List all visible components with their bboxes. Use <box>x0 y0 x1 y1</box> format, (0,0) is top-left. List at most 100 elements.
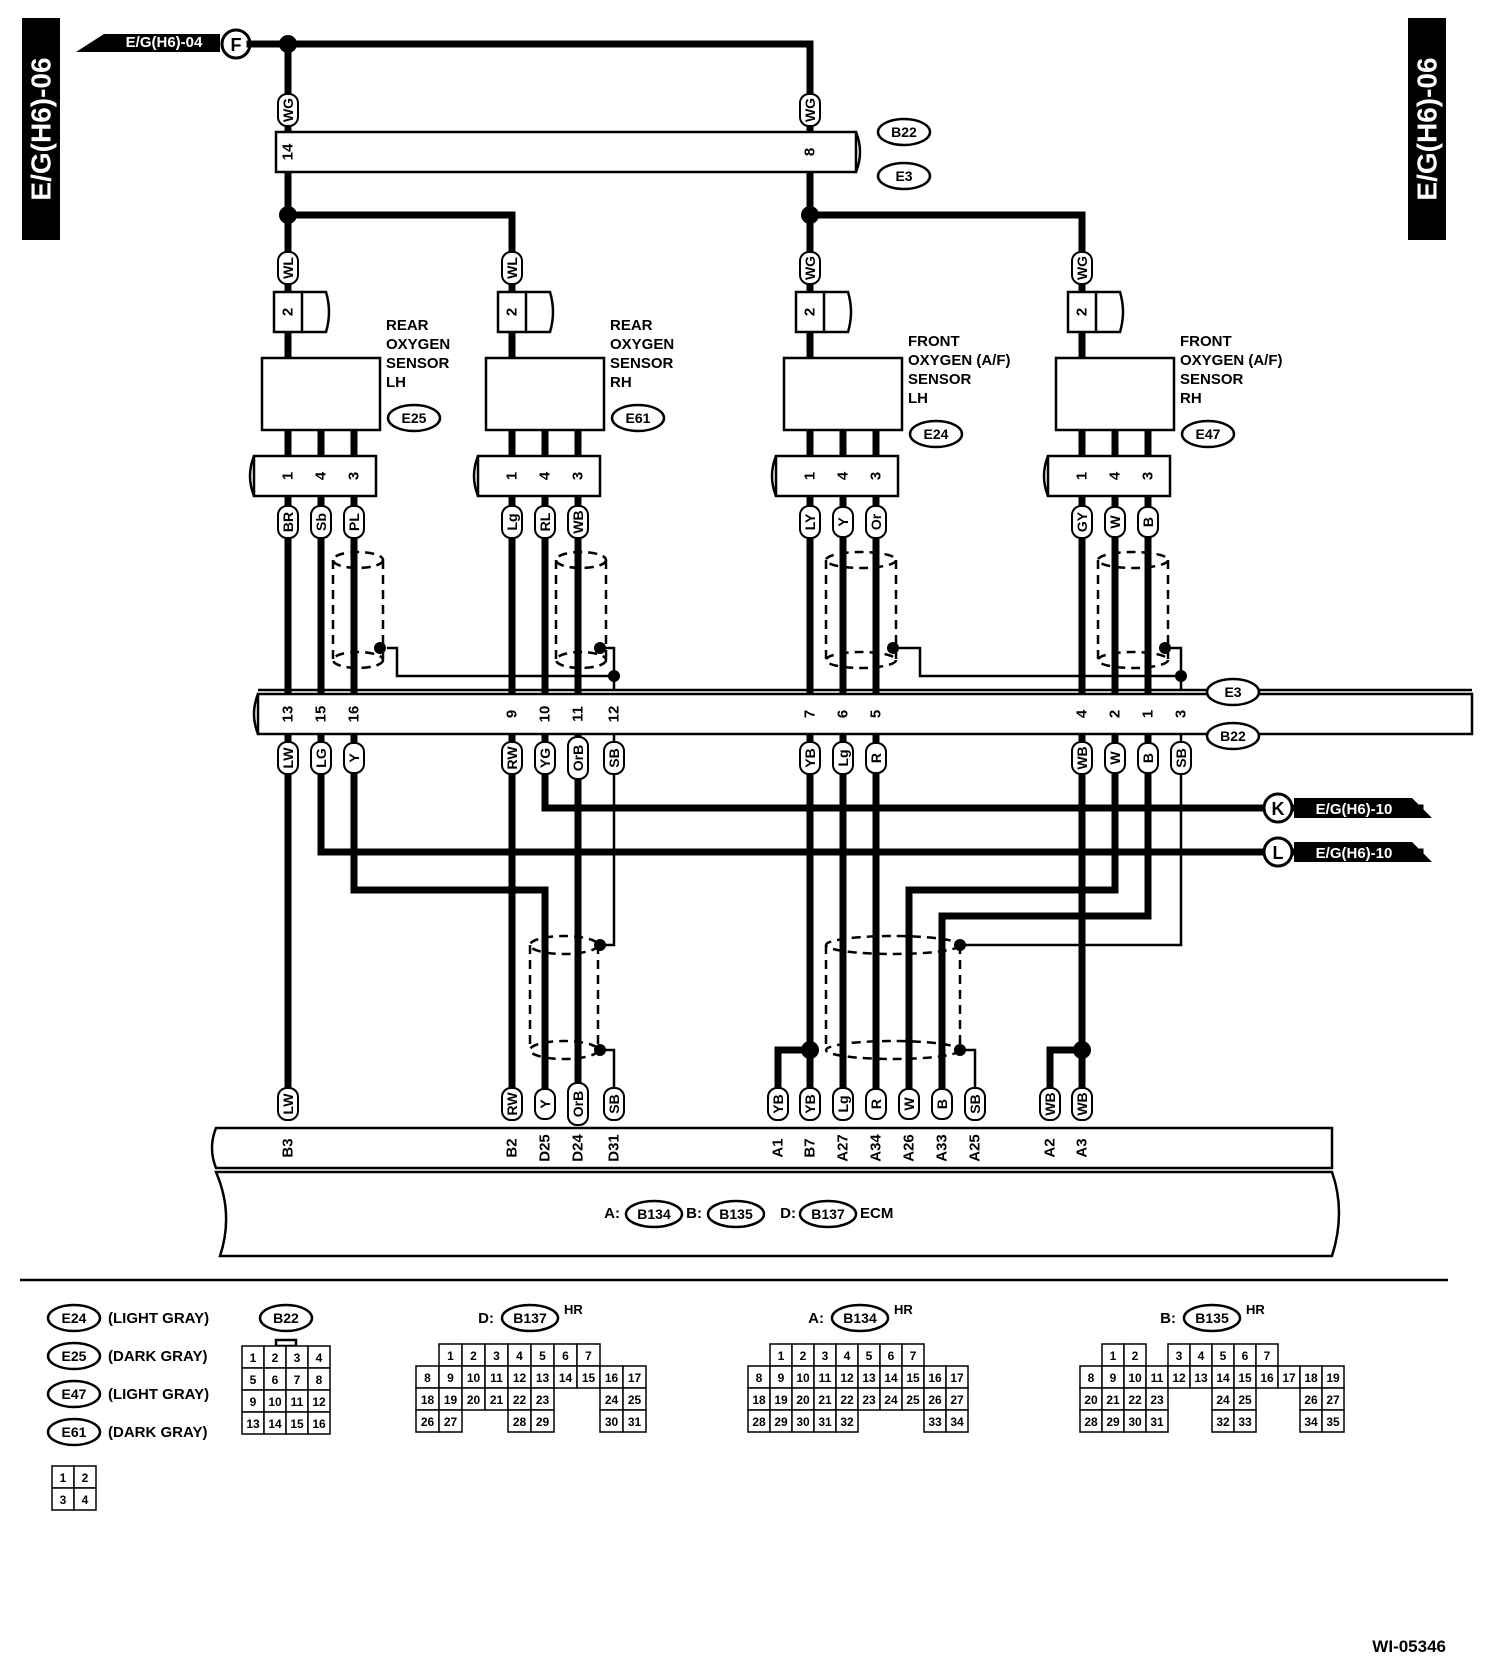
sensor-top-wire: WG <box>802 256 818 280</box>
grid-cell: 20 <box>1084 1393 1098 1407</box>
grid-cell: 8 <box>756 1371 763 1385</box>
ecm-id-b137: B137 <box>811 1206 845 1222</box>
mid-wire: SB <box>1173 748 1189 767</box>
grid-cell: 22 <box>840 1393 854 1407</box>
grid-cell: 17 <box>628 1371 642 1385</box>
mid-id-b22: B22 <box>1220 728 1246 744</box>
sensor-wire: Lg <box>504 513 520 530</box>
top-ref-letter: F <box>231 35 242 55</box>
grid-cell: 30 <box>1128 1415 1142 1429</box>
mid-pin: 4 <box>1074 709 1091 718</box>
grid-cell: 18 <box>1304 1371 1318 1385</box>
grid-cell: 26 <box>421 1415 435 1429</box>
ecm-pin: B7 <box>802 1138 819 1157</box>
mid-wire: SB <box>606 748 622 767</box>
grid-cell: 6 <box>272 1373 279 1387</box>
pinout-id: B134 <box>843 1310 877 1326</box>
grid-cell: 5 <box>1220 1349 1227 1363</box>
ecm-wire: SB <box>967 1094 983 1113</box>
sensor-pin: 4 <box>1107 471 1124 480</box>
sensor-name-line: LH <box>908 390 928 407</box>
sensor-name-line: SENSOR <box>610 355 674 372</box>
sensor-name-line: SENSOR <box>386 355 450 372</box>
top-ref-text: E/G(H6)-04 <box>126 34 203 51</box>
ecm-wire: W <box>901 1097 917 1111</box>
ecm: LWB3RWB2YD25OrBD24SBD31YBA1YBB7LgA27RA34… <box>210 1082 1341 1258</box>
sensor-wire: BR <box>280 512 296 532</box>
ecm-wire: SB <box>606 1094 622 1113</box>
right-ref-letter: K <box>1272 799 1285 819</box>
sensor-pin: 1 <box>802 472 819 480</box>
sensor-top-wire: WL <box>504 257 520 279</box>
grid-cell: 23 <box>862 1393 876 1407</box>
grid-cell: 9 <box>250 1395 257 1409</box>
grid-cell: 14 <box>268 1417 282 1431</box>
legend: E24(LIGHT GRAY)E25(DARK GRAY)E47(LIGHT G… <box>46 1302 1265 1447</box>
ecm-pin: A26 <box>901 1134 918 1162</box>
grid-cell: 21 <box>490 1393 504 1407</box>
grid-cell: 3 <box>822 1349 829 1363</box>
grid-cell: 2 <box>1132 1349 1139 1363</box>
grid-cell: 10 <box>796 1371 810 1385</box>
sensor-pin: 4 <box>537 471 554 480</box>
grid-cell: 9 <box>447 1371 454 1385</box>
sensor-top-wire: WG <box>1074 256 1090 280</box>
grid-cell: 17 <box>950 1371 964 1385</box>
ecm-pin: D31 <box>606 1134 623 1162</box>
upper-id-e3: E3 <box>895 168 912 184</box>
grid-cell: 4 <box>516 1349 523 1363</box>
sensor-name-line: OXYGEN (A/F) <box>1180 352 1283 369</box>
wires <box>246 35 1424 1104</box>
grid-cell: 19 <box>774 1393 788 1407</box>
grid-cell: 6 <box>562 1349 569 1363</box>
mid-wire: RW <box>504 746 520 770</box>
ecm-id-b135: B135 <box>719 1206 753 1222</box>
sensor-name-line: OXYGEN (A/F) <box>908 352 1011 369</box>
sensor-pin: 3 <box>570 472 587 480</box>
grid-cell: 30 <box>796 1415 810 1429</box>
grid-cell: 11 <box>1151 1371 1164 1385</box>
grid-cell: 2 <box>470 1349 477 1363</box>
grid-cell: 21 <box>1106 1393 1120 1407</box>
grid-cell: 10 <box>1128 1371 1142 1385</box>
grid-cell: 13 <box>1194 1371 1208 1385</box>
grid-cell: 4 <box>844 1349 851 1363</box>
figure-id: WI-05346 <box>1372 1637 1446 1656</box>
grid-cell: 14 <box>559 1371 573 1385</box>
grid-cell: 9 <box>1110 1371 1117 1385</box>
sensor-wire: GY <box>1074 511 1090 532</box>
sensor-pin: 1 <box>280 472 297 480</box>
grid-cell: 6 <box>1242 1349 1249 1363</box>
upper-wire: WG <box>802 98 818 122</box>
grid-cell: 20 <box>796 1393 810 1407</box>
grid-cell: 14 <box>1216 1371 1230 1385</box>
sensor-name-line: SENSOR <box>1180 371 1244 388</box>
sensor-wire: B <box>1140 517 1156 527</box>
grid-cell: 11 <box>291 1395 304 1409</box>
grid-cell: 8 <box>1088 1371 1095 1385</box>
legend-color: (LIGHT GRAY) <box>108 1386 209 1403</box>
grid-cell: 12 <box>840 1371 854 1385</box>
grid-cell: 14 <box>884 1371 898 1385</box>
grid-cell: 24 <box>605 1393 619 1407</box>
upper-wire: WG <box>280 98 296 122</box>
sensor-wire: LY <box>802 513 818 530</box>
mid-pin: 6 <box>835 710 852 718</box>
right-ref-text: E/G(H6)-10 <box>1316 845 1393 862</box>
mid-pin: 2 <box>1107 710 1124 718</box>
sensor-top-pin: 2 <box>504 308 521 316</box>
grid-cell: 21 <box>818 1393 832 1407</box>
grid-cell: 31 <box>818 1415 832 1429</box>
sensor-top-pin: 2 <box>1074 308 1091 316</box>
ecm-id-b134: B134 <box>637 1206 671 1222</box>
ecm-pin: D24 <box>570 1134 587 1162</box>
grid-cell: 1 <box>447 1349 454 1363</box>
grid-cell: 1 <box>60 1471 67 1485</box>
ecm-wire: YB <box>770 1094 786 1113</box>
ecm-pin: A3 <box>1074 1138 1091 1157</box>
grid-cell: 4 <box>82 1493 89 1507</box>
